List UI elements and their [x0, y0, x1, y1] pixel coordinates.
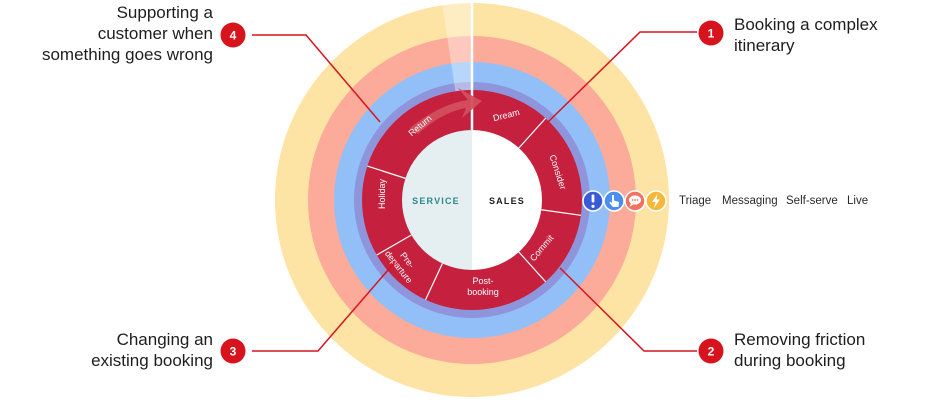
chat-bubble-icon: [624, 190, 646, 212]
callout-badge-3: 3: [220, 338, 246, 364]
legend-label-triage: Triage: [679, 195, 712, 207]
service-label: SERVICE: [412, 196, 460, 206]
legend-label-self-serve: Self-serve: [786, 195, 838, 207]
callout-line-4: [252, 34, 381, 123]
callout-text-4: Supporting a customer when something goe…: [41, 3, 213, 64]
callout-line-1: [547, 31, 697, 123]
stage-separator: [424, 263, 443, 300]
legend-label-live: Live: [847, 195, 869, 207]
callout-badge-1: 1: [698, 20, 724, 46]
callout-text-1: Booking a complex itinerary: [734, 15, 878, 55]
stage-separator: [518, 117, 547, 149]
callout-text-2: Removing friction during booking: [734, 330, 866, 370]
stage-separator: [367, 165, 406, 179]
svg-text:2: 2: [708, 345, 715, 359]
stage-separator: [541, 209, 582, 216]
pointer-hand-icon: [603, 190, 625, 212]
callout-line-2: [559, 267, 697, 352]
sales-label: SALES: [489, 196, 525, 206]
callout-line-3: [252, 261, 396, 352]
svg-text:4: 4: [230, 29, 237, 43]
exclamation-icon: [582, 190, 604, 212]
callout-badge-4: 4: [220, 22, 246, 48]
return-arrow: [410, 88, 482, 134]
stage-separator: [518, 251, 547, 283]
stage-separator: [376, 234, 412, 256]
callout-badge-2: 2: [698, 338, 724, 364]
stage-label-holiday: Holiday: [377, 178, 387, 209]
callout-text-3: Changing an existing booking: [91, 330, 213, 370]
svg-text:Holiday: Holiday: [377, 178, 387, 209]
svg-text:1: 1: [708, 27, 715, 41]
legend-label-messaging: Messaging: [722, 195, 778, 207]
svg-text:3: 3: [230, 345, 237, 359]
svg-text:booking: booking: [467, 287, 499, 297]
stage-separators: [367, 117, 582, 300]
lightning-icon: [645, 190, 667, 212]
stage-label-post-booking: Post- booking: [467, 276, 499, 297]
service-half: [402, 130, 472, 270]
svg-text:Post-: Post-: [472, 276, 493, 286]
sales-half: [472, 130, 542, 270]
